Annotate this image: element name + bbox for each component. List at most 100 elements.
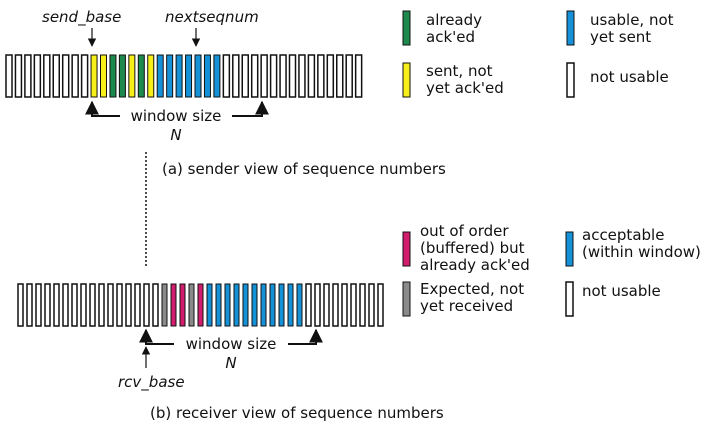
nextseqnum-label: nextseqnum xyxy=(165,8,259,26)
receiver-slot-usable xyxy=(224,283,231,327)
receiver-window-size-label: window size xyxy=(186,335,277,353)
legend-buffered-line: (buffered) but xyxy=(420,239,525,257)
receiver-slot-none xyxy=(332,283,339,327)
sender-sequence-strip xyxy=(5,54,363,98)
legend-receiver-not-usable-swatch xyxy=(565,281,574,317)
receiver-slot-expected xyxy=(161,283,168,327)
receiver-slot-expected xyxy=(188,283,195,327)
receiver-slot-none xyxy=(53,283,60,327)
sender-slot-none xyxy=(269,54,278,98)
receiver-slot-none xyxy=(341,283,348,327)
receiver-window-n: N xyxy=(225,354,236,372)
legend-sent-line: yet ack'ed xyxy=(426,79,504,97)
sender-slot-usable xyxy=(213,54,221,98)
sender-slot-none xyxy=(279,54,287,98)
legend-sent-line: sent, not xyxy=(426,62,493,80)
receiver-slot-usable xyxy=(296,283,303,327)
sender-slot-none xyxy=(24,54,32,98)
receiver-slot-usable xyxy=(206,283,213,327)
legend-expected-swatch xyxy=(402,281,411,317)
receiver-slot-usable xyxy=(269,283,276,327)
sender-slot-usable xyxy=(203,54,211,98)
legend-acceptable-swatch xyxy=(565,231,574,267)
legend-usable-line: usable, not xyxy=(590,11,674,29)
send-base-label: send_base xyxy=(42,8,121,27)
sender-window-bracket-left xyxy=(85,100,120,117)
legend-buffered-line: out of order xyxy=(420,222,509,240)
sender-slot-none xyxy=(336,54,344,98)
sender-slot-usable xyxy=(194,54,202,98)
receiver-slot-none xyxy=(98,283,105,327)
receiver-slot-none xyxy=(89,283,96,327)
sender-slot-sent xyxy=(147,54,155,98)
sender-slot-none xyxy=(52,54,60,98)
receiver-slot-buffered xyxy=(170,283,177,327)
legend-not-usable-swatch xyxy=(566,62,575,98)
receiver-slot-usable xyxy=(278,283,285,327)
sender-slot-none xyxy=(260,54,268,98)
sender-slot-none xyxy=(241,54,249,98)
receiver-slot-none xyxy=(143,283,150,327)
sender-slot-sent xyxy=(100,54,107,98)
legend-acked-line: ack'ed xyxy=(426,28,475,46)
sender-slot-none xyxy=(307,54,316,98)
legend-acked-line: already xyxy=(426,11,482,29)
sender-caption: (a) sender view of sequence numbers xyxy=(162,160,446,178)
sender-slot-none xyxy=(14,54,23,98)
legend-receiver-not-usable-label: not usable xyxy=(582,282,661,300)
legend-expected-line: yet received xyxy=(420,297,513,315)
receiver-slot-usable xyxy=(233,283,240,327)
receiver-slot-none xyxy=(152,283,159,327)
sender-slot-none xyxy=(345,54,353,98)
receiver-window-bracket-left xyxy=(139,328,174,345)
receiver-slot-usable xyxy=(242,283,249,327)
receiver-slot-none xyxy=(107,283,114,327)
sender-slot-none xyxy=(288,54,297,98)
receiver-slot-none xyxy=(368,283,375,327)
sender-slot-usable xyxy=(156,54,164,98)
receiver-window-bracket-right xyxy=(288,328,323,345)
receiver-slot-none xyxy=(44,283,51,327)
receiver-slot-usable xyxy=(215,283,222,327)
sender-slot-none xyxy=(5,54,13,98)
legend-usable-swatch xyxy=(566,10,575,46)
rcv-base-label: rcv_base xyxy=(118,373,185,392)
receiver-slot-none xyxy=(359,283,366,327)
receiver-slot-usable xyxy=(287,283,294,327)
receiver-slot-none xyxy=(116,283,123,327)
sender-slot-none xyxy=(354,54,363,98)
receiver-slot-buffered xyxy=(179,283,186,327)
receiver-caption: (b) receiver view of sequence numbers xyxy=(150,404,444,422)
sender-slot-acked xyxy=(118,54,126,98)
legend-buffered-swatch xyxy=(402,231,411,267)
receiver-slot-none xyxy=(62,283,69,327)
receiver-sequence-strip xyxy=(17,283,384,327)
sender-slot-usable xyxy=(185,54,193,98)
receiver-slot-usable xyxy=(251,283,258,327)
sender-slot-none xyxy=(250,54,259,98)
legend-acceptable-label: acceptable(within window) xyxy=(582,226,701,261)
receiver-slot-none xyxy=(134,283,141,327)
sender-slot-usable xyxy=(166,54,174,98)
sender-slot-none xyxy=(317,54,325,98)
legend-usable-line: yet sent xyxy=(590,28,651,46)
sender-slot-usable xyxy=(175,54,183,98)
sender-slot-none xyxy=(43,54,51,98)
receiver-slot-none xyxy=(26,283,33,327)
sender-slot-none xyxy=(298,54,306,98)
sender-slot-sent xyxy=(90,54,98,98)
sender-slot-none xyxy=(222,54,231,98)
sender-slot-none xyxy=(232,54,240,98)
sender-slot-none xyxy=(326,54,335,98)
receiver-slot-none xyxy=(80,283,87,327)
sender-slot-none xyxy=(71,54,79,98)
receiver-slot-none xyxy=(305,283,312,327)
receiver-slot-none xyxy=(377,283,384,327)
receiver-slot-none xyxy=(17,283,24,327)
